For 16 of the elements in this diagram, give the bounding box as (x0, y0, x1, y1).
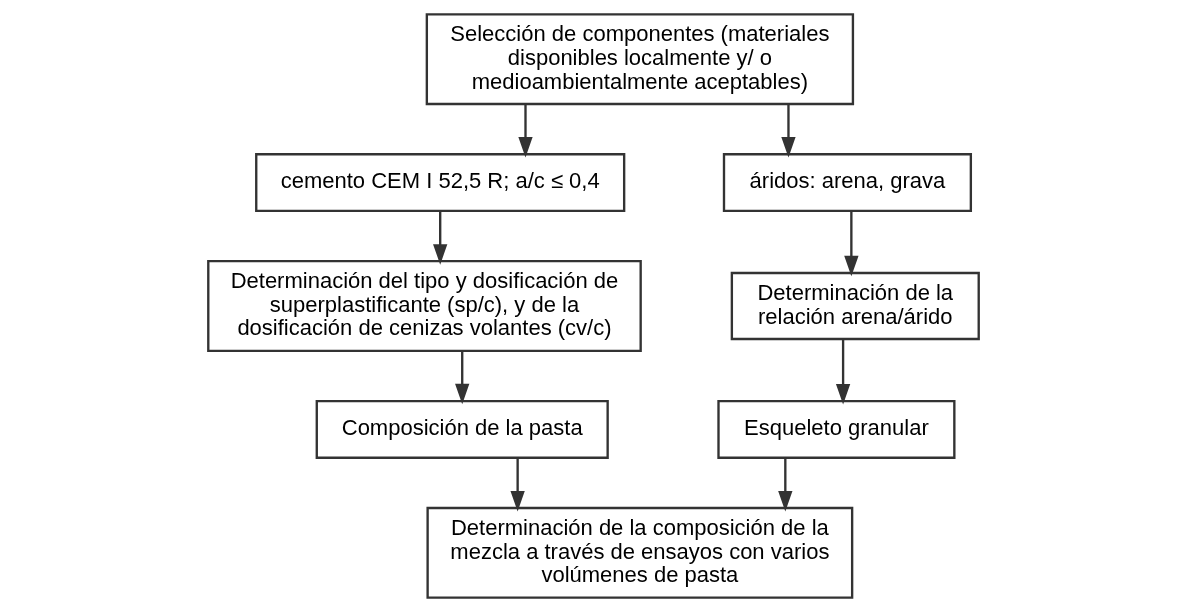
node-box: Determinación del tipo y dosificación de superplastificante (sp/c), y de la dosificación de cenizas volantes (cv/c) (207, 260, 642, 352)
node-box: áridos: arena, grava (722, 153, 973, 213)
node-box: Selección de componentes (materiales disponibles localmente y/ o medioambientalmente aceptables) (425, 13, 855, 106)
node-box: cemento CEM I 52,5 R; a/c ≤ 0,4 (255, 153, 626, 213)
arrow (518, 104, 533, 158)
node-box: Esqueleto granular (717, 399, 956, 459)
arrow (455, 351, 470, 405)
arrow (835, 339, 851, 405)
arrow (781, 104, 796, 158)
arrow (844, 211, 859, 277)
node-box: Composición de la pasta (315, 399, 609, 459)
node-box: Determinación de la relación arena/árido (730, 271, 980, 341)
arrow (433, 211, 448, 265)
arrow (778, 458, 793, 512)
node-box: Determinación de la composición de la mezcla a través de ensayos con varios volúmenes de pasta (426, 506, 854, 599)
arrow (510, 458, 525, 512)
